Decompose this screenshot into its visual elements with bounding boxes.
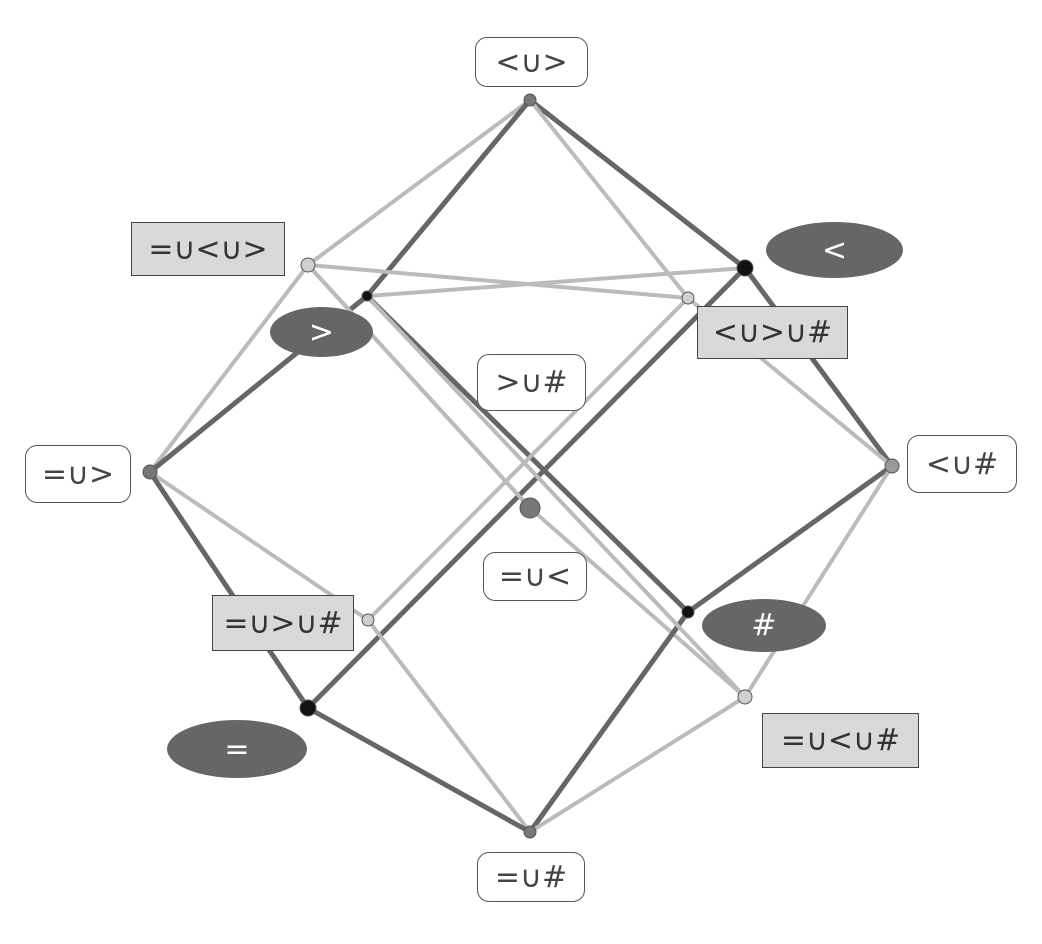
label-upper-right-dark: < <box>766 222 903 278</box>
edge-ur-right <box>742 265 895 469</box>
edge-ll-bottom <box>366 618 532 834</box>
node-ir <box>681 291 695 305</box>
label-left: =∪> <box>25 445 131 503</box>
node-left <box>142 464 158 480</box>
node-ul <box>300 257 316 273</box>
node-ur <box>736 259 754 277</box>
node-bl <box>299 699 317 717</box>
edge-ur-il <box>365 266 747 298</box>
label-right: <∪# <box>907 435 1017 493</box>
edge-top-ur <box>527 97 748 271</box>
node-lr <box>681 605 695 619</box>
edge-lr-bottom <box>527 609 691 835</box>
node-il <box>361 290 373 302</box>
label-bottom: =∪# <box>477 852 585 902</box>
edge-il-lr <box>364 293 691 615</box>
edge-top-ul <box>306 98 532 267</box>
edge-bl-bottom <box>305 705 533 835</box>
edge-ul-left <box>148 263 310 474</box>
edge-left-bl <box>147 469 311 711</box>
edge-br-bottom <box>528 695 747 834</box>
node-right <box>884 458 900 474</box>
label-lower-left-mid: =∪>∪# <box>212 595 354 651</box>
edge-center-ul <box>306 263 532 510</box>
edge-center-br <box>528 506 747 699</box>
label-bottom-left-dark: = <box>167 720 307 778</box>
node-center <box>519 497 541 519</box>
node-top <box>523 93 537 107</box>
label-center-lower: =∪< <box>483 552 587 601</box>
edge-top-ir <box>528 98 690 300</box>
edge-right-lr <box>685 463 895 615</box>
edge-ul-ir <box>306 263 690 300</box>
node-ll <box>361 613 375 627</box>
edge-top-il <box>364 97 533 299</box>
label-left-dark: > <box>270 307 373 357</box>
edge-ir-ll <box>366 296 690 622</box>
label-upper-left-mid: =∪<∪> <box>131 222 285 276</box>
node-bottom <box>523 825 537 839</box>
node-br <box>737 689 753 705</box>
label-top: <∪> <box>475 37 588 87</box>
label-lower-right-mid: =∪<∪# <box>762 713 919 768</box>
edge-right-br <box>743 464 894 699</box>
label-center-upper: >∪# <box>477 354 586 411</box>
edge-il-br <box>365 294 747 699</box>
label-right-dark: # <box>702 599 826 652</box>
label-upper-right-mid: <∪>∪# <box>697 306 848 359</box>
